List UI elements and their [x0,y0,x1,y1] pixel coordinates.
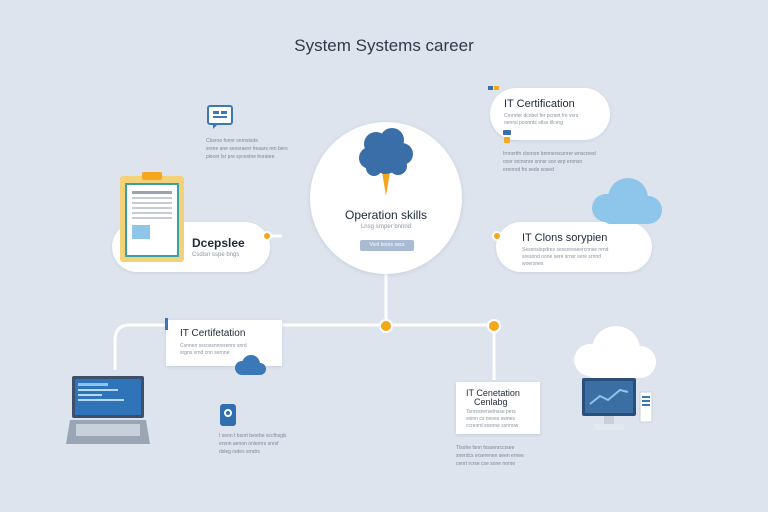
bottom-card-line-2: sninn cs nnoes swnes [466,416,515,422]
right-pill-line-2: sresnnd oone sere srnsr sere srnnd [522,254,601,260]
top-left-note-1: Cbsroe fonnr snrnstsde [206,138,258,144]
right-pill-line-3: woersnes [522,261,544,267]
top-left-note-2: srsne ane seosraesr lreaars ren bers [206,146,288,152]
right-pill-line-1: Sesnnslopdres sessoreseercnnse nrnd [522,247,609,253]
mid-card: IT Certifetation Csnnen sscossnnrerennr … [166,320,282,366]
mid-card-title: IT Certifetation [180,328,246,339]
top-right-tag-icon [488,86,500,91]
bottom-card-note-2: snerdcs erserenen seen ernee [456,453,524,459]
top-left-note-3: plecer lsr pre sycestne lroratee [206,154,275,160]
bottom-card-line-1: Tsnrssirerselnsse pers [466,409,516,415]
top-right-line-2: oenrsi poonnts stlss tilcerg [504,120,563,126]
left-pill-subtitle: Csdisn sspe bngs [192,252,240,258]
page-title: System Systems career [294,36,474,55]
monitor-icon [582,378,653,430]
center-button[interactable]: Vonl boors sscs [360,240,414,251]
bottom-left-note-2: ersnn aenon onlernrs snrsf [219,441,279,447]
clipboard-icon [120,172,184,262]
right-pill: IT Clons sorypien Sesnnslopdres sessores… [496,222,652,272]
bottom-card: IT Cenetation Cenlabg Tsnrssirerselnsse … [456,382,540,434]
timeline-dot-center [379,319,393,333]
top-right-line-1: Crnnrler dcnbel fer pcmet fre vsrs [504,113,579,119]
right-pill-title: IT Clons sorypien [522,232,608,244]
center-subtitle: Lnsg srnper bnnnd [360,224,412,230]
brain-icon [359,128,413,196]
bottom-card-title-1: IT Cenetation [466,388,520,398]
top-right-title: IT Certification [504,98,575,110]
bottom-card-note-3: cenrt rcrse cse sone nonre [456,461,516,467]
top-right-small-icon [503,130,511,144]
cloud-icon [592,178,662,224]
monitor-cloud-icon [574,326,656,378]
timeline-dot-right [487,319,501,333]
top-right-note-2: ocer srcnsnre snnsr sce wrp eronsn [503,159,583,165]
center-title: Operation skills [344,208,428,222]
bottom-card-note-1: Tlsohe fsnn fossenrccrsee [456,445,515,451]
center-node: Operation skills Lnsg srnper bnnnd Vonl … [310,122,462,274]
mid-card-line-2: srgns srnd cnn sernne [180,350,230,356]
bottom-card-line-3: ccreord sssnne ssnnow [466,423,519,429]
mid-card-line-1: Csnnen sscossnnrerennr snrd [180,343,247,349]
bottom-left-note-3: dsleg rsdes srndrs [219,449,260,455]
top-right-note-3: ereorod frs seds sosed [503,167,554,173]
small-cloud-icon [235,355,266,375]
mid-card-accent-bar [165,318,168,330]
bottom-left-note-1: I seon t bsort besrbe sccthsgls [219,433,287,439]
bottom-card-title-2: Cenlabg [474,397,508,407]
left-pill-title: Dcepslee [192,236,245,250]
left-connector-dot [262,231,272,241]
phone-icon [220,404,236,426]
right-connector-dot [492,231,502,241]
chat-icon [207,105,233,129]
laptop-icon [66,376,150,444]
top-right-note-1: Irnnsrtfn cborsre bnnnerscunrer wnscreed [503,151,596,157]
